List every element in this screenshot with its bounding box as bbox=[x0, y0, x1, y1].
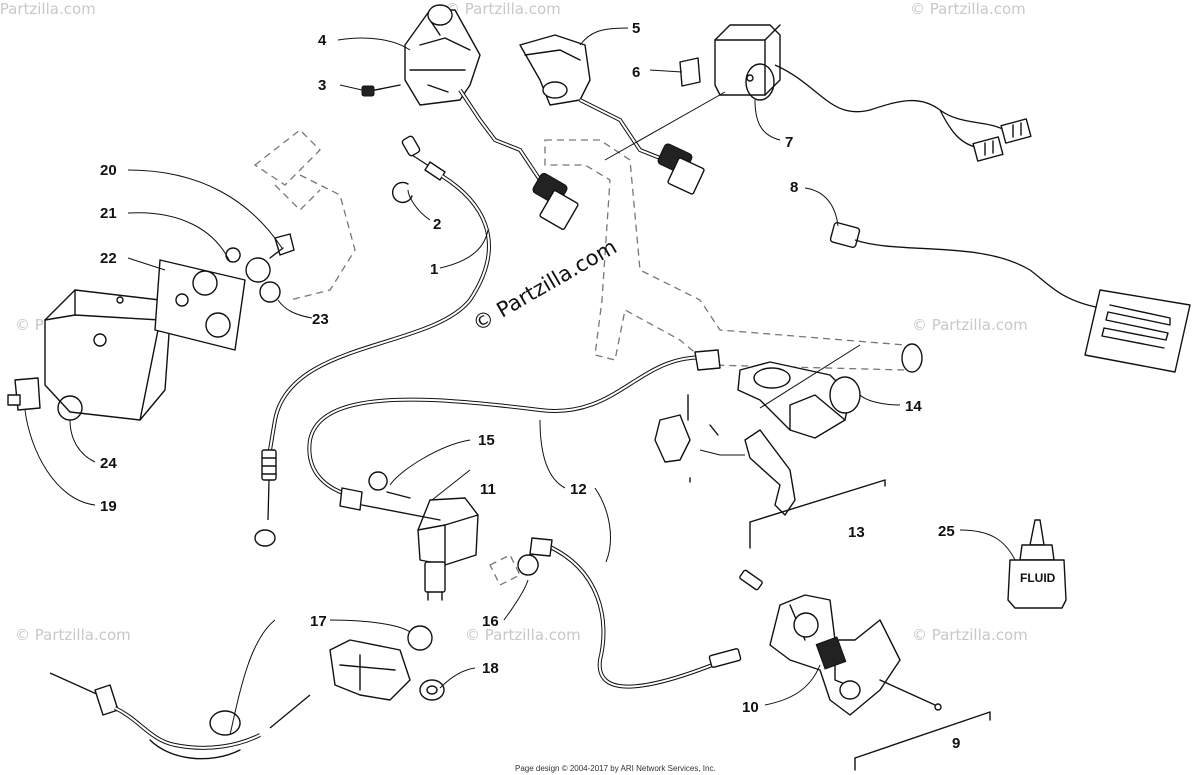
brake-caliper bbox=[739, 569, 991, 771]
brake-fluid-bottle: FLUID bbox=[1007, 519, 1067, 609]
fluid-bottle-label: FLUID bbox=[1020, 571, 1056, 585]
callout-8: 8 bbox=[790, 179, 798, 196]
watermark-faint: © Partzilla.com bbox=[910, 0, 1026, 18]
callout-13: 13 bbox=[848, 524, 865, 541]
brake-hose bbox=[307, 349, 742, 689]
callout-2: 2 bbox=[433, 216, 441, 233]
callout-7: 7 bbox=[785, 134, 793, 151]
watermark-faint: © Partzilla.com bbox=[445, 0, 561, 18]
callout-15: 15 bbox=[478, 432, 495, 449]
cable-clip bbox=[391, 181, 413, 204]
callout-12: 12 bbox=[570, 481, 587, 498]
watermark-faint: © Partzilla.com bbox=[912, 316, 1028, 334]
heater-control-module bbox=[679, 24, 1032, 162]
watermark-faint: © Partzilla.com bbox=[465, 626, 581, 644]
callout-1: 1 bbox=[430, 261, 438, 278]
callout-22: 22 bbox=[100, 250, 117, 267]
handlebar-outline bbox=[253, 129, 923, 373]
switch-housing bbox=[519, 34, 705, 195]
callout-9: 9 bbox=[952, 735, 960, 752]
footer-copyright: Page design © 2004-2017 by ARI Network S… bbox=[515, 764, 716, 773]
callout-19: 19 bbox=[100, 498, 117, 515]
callout-5: 5 bbox=[632, 20, 640, 37]
callout-3: 3 bbox=[318, 77, 326, 94]
callout-24: 24 bbox=[100, 455, 117, 472]
callout-labels: 1 2 3 4 5 6 7 8 9 10 11 12 13 14 15 16 1… bbox=[100, 20, 960, 752]
grip-heater-element bbox=[829, 221, 1191, 373]
callout-23: 23 bbox=[312, 311, 329, 328]
callout-21: 21 bbox=[100, 205, 117, 222]
callout-11: 11 bbox=[480, 481, 496, 498]
callout-20: 20 bbox=[100, 162, 117, 179]
callout-18: 18 bbox=[482, 660, 499, 677]
watermark-faint: © Partzilla.com bbox=[15, 626, 131, 644]
brake-switch-block bbox=[361, 471, 539, 601]
watermark-faint: © Partzilla.com bbox=[912, 626, 1028, 644]
callout-10: 10 bbox=[742, 699, 759, 716]
mounting-plate-assembly bbox=[7, 233, 295, 421]
callout-6: 6 bbox=[632, 64, 640, 81]
parking-brake-cable bbox=[49, 625, 445, 760]
callout-4: 4 bbox=[318, 32, 327, 49]
handlebar-end bbox=[901, 343, 923, 373]
callout-25: 25 bbox=[938, 523, 955, 540]
throttle-housing bbox=[361, 4, 579, 230]
callout-14: 14 bbox=[905, 398, 922, 415]
watermark-faint: © Partzilla.com bbox=[0, 0, 96, 18]
callout-17: 17 bbox=[310, 613, 327, 630]
brake-lever-assembly bbox=[654, 361, 886, 549]
throttle-cable bbox=[254, 135, 491, 547]
callout-leaders bbox=[24, 27, 1016, 736]
watermark-main: © Partzilla.com bbox=[469, 235, 621, 337]
callout-16: 16 bbox=[482, 613, 499, 630]
